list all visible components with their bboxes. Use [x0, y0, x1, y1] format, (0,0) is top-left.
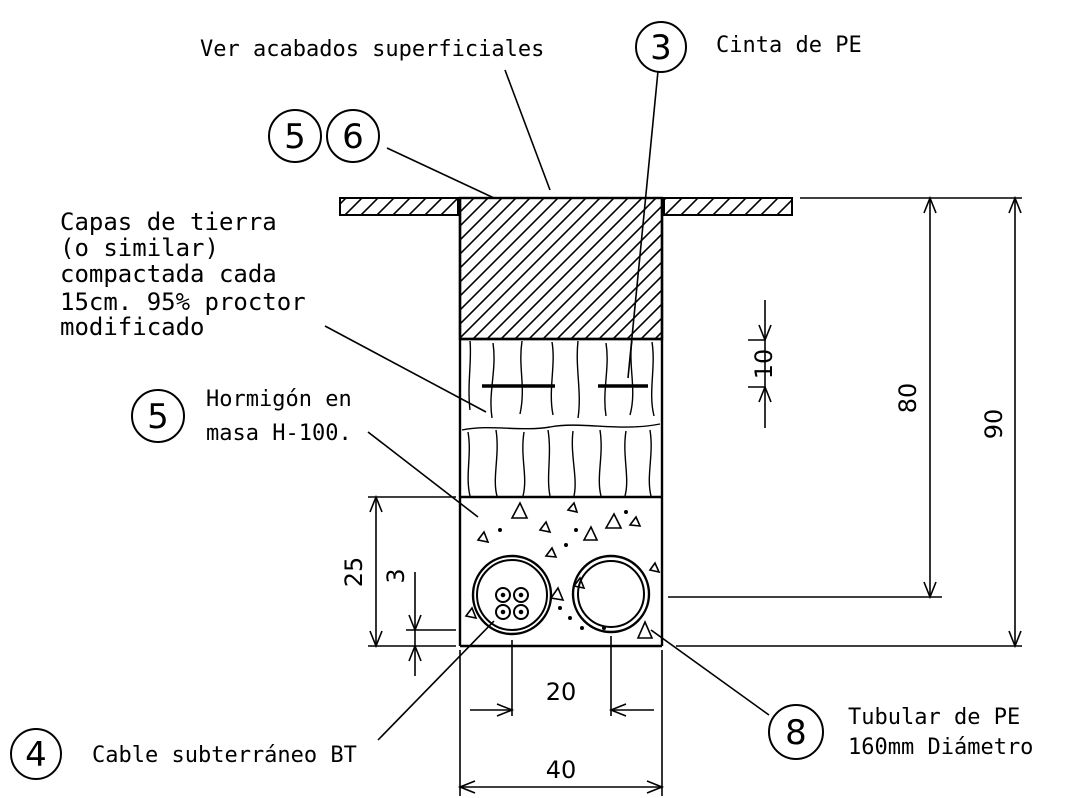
callout-3-bubble — [635, 21, 687, 73]
callout-4: 4 — [25, 735, 47, 775]
concrete-aggregate — [464, 501, 661, 639]
callout-8-bubble — [768, 704, 824, 760]
dimension-lines — [368, 195, 1022, 796]
callout-5-top: 5 — [284, 117, 306, 157]
pe-tube — [571, 554, 651, 634]
callout-3: 3 — [650, 28, 672, 68]
leader-lines — [324, 69, 770, 741]
concrete-line-2: masa H-100. — [206, 421, 352, 446]
cable-label: Cable subterráneo BT — [92, 743, 357, 768]
callout-5-bubble-top — [268, 109, 322, 163]
callout-8: 8 — [785, 713, 807, 753]
soil-layers-line-2: (o similar) — [60, 234, 219, 262]
dim-25: 25 — [340, 557, 368, 588]
soil-layers-line-3: compactada cada — [60, 260, 277, 288]
callout-5-mid: 5 — [147, 397, 169, 437]
dim-80: 80 — [894, 383, 922, 414]
cable-conduit — [471, 554, 553, 636]
dim-90: 90 — [980, 409, 1008, 440]
dim-20: 20 — [546, 678, 577, 706]
soil-layers-line-1: Capas de tierra — [60, 208, 277, 236]
dim-10: 10 — [750, 349, 778, 380]
ground-surface — [339, 197, 793, 216]
dim-40: 40 — [546, 756, 577, 784]
callout-4-bubble — [10, 728, 62, 780]
surface-finish-label: Ver acabados superficiales — [200, 37, 544, 62]
tube-line-2: 160mm Diámetro — [848, 735, 1033, 760]
pe-tape-label: Cinta de PE — [716, 33, 862, 58]
soil-layers-line-4: 15cm. 95% proctor — [60, 288, 306, 316]
callout-5-bubble-mid — [131, 389, 185, 443]
soil-layers-line-5: modificado — [60, 313, 205, 341]
dim-3: 3 — [382, 568, 410, 583]
callout-6-bubble — [326, 109, 380, 163]
surface-finish-layer — [458, 196, 664, 341]
tube-line-1: Tubular de PE — [848, 705, 1020, 730]
callouts — [10, 21, 824, 780]
concrete-line-1: Hormigón en — [206, 387, 352, 412]
compacted-soil-texture — [461, 340, 661, 497]
callout-6: 6 — [342, 117, 364, 157]
